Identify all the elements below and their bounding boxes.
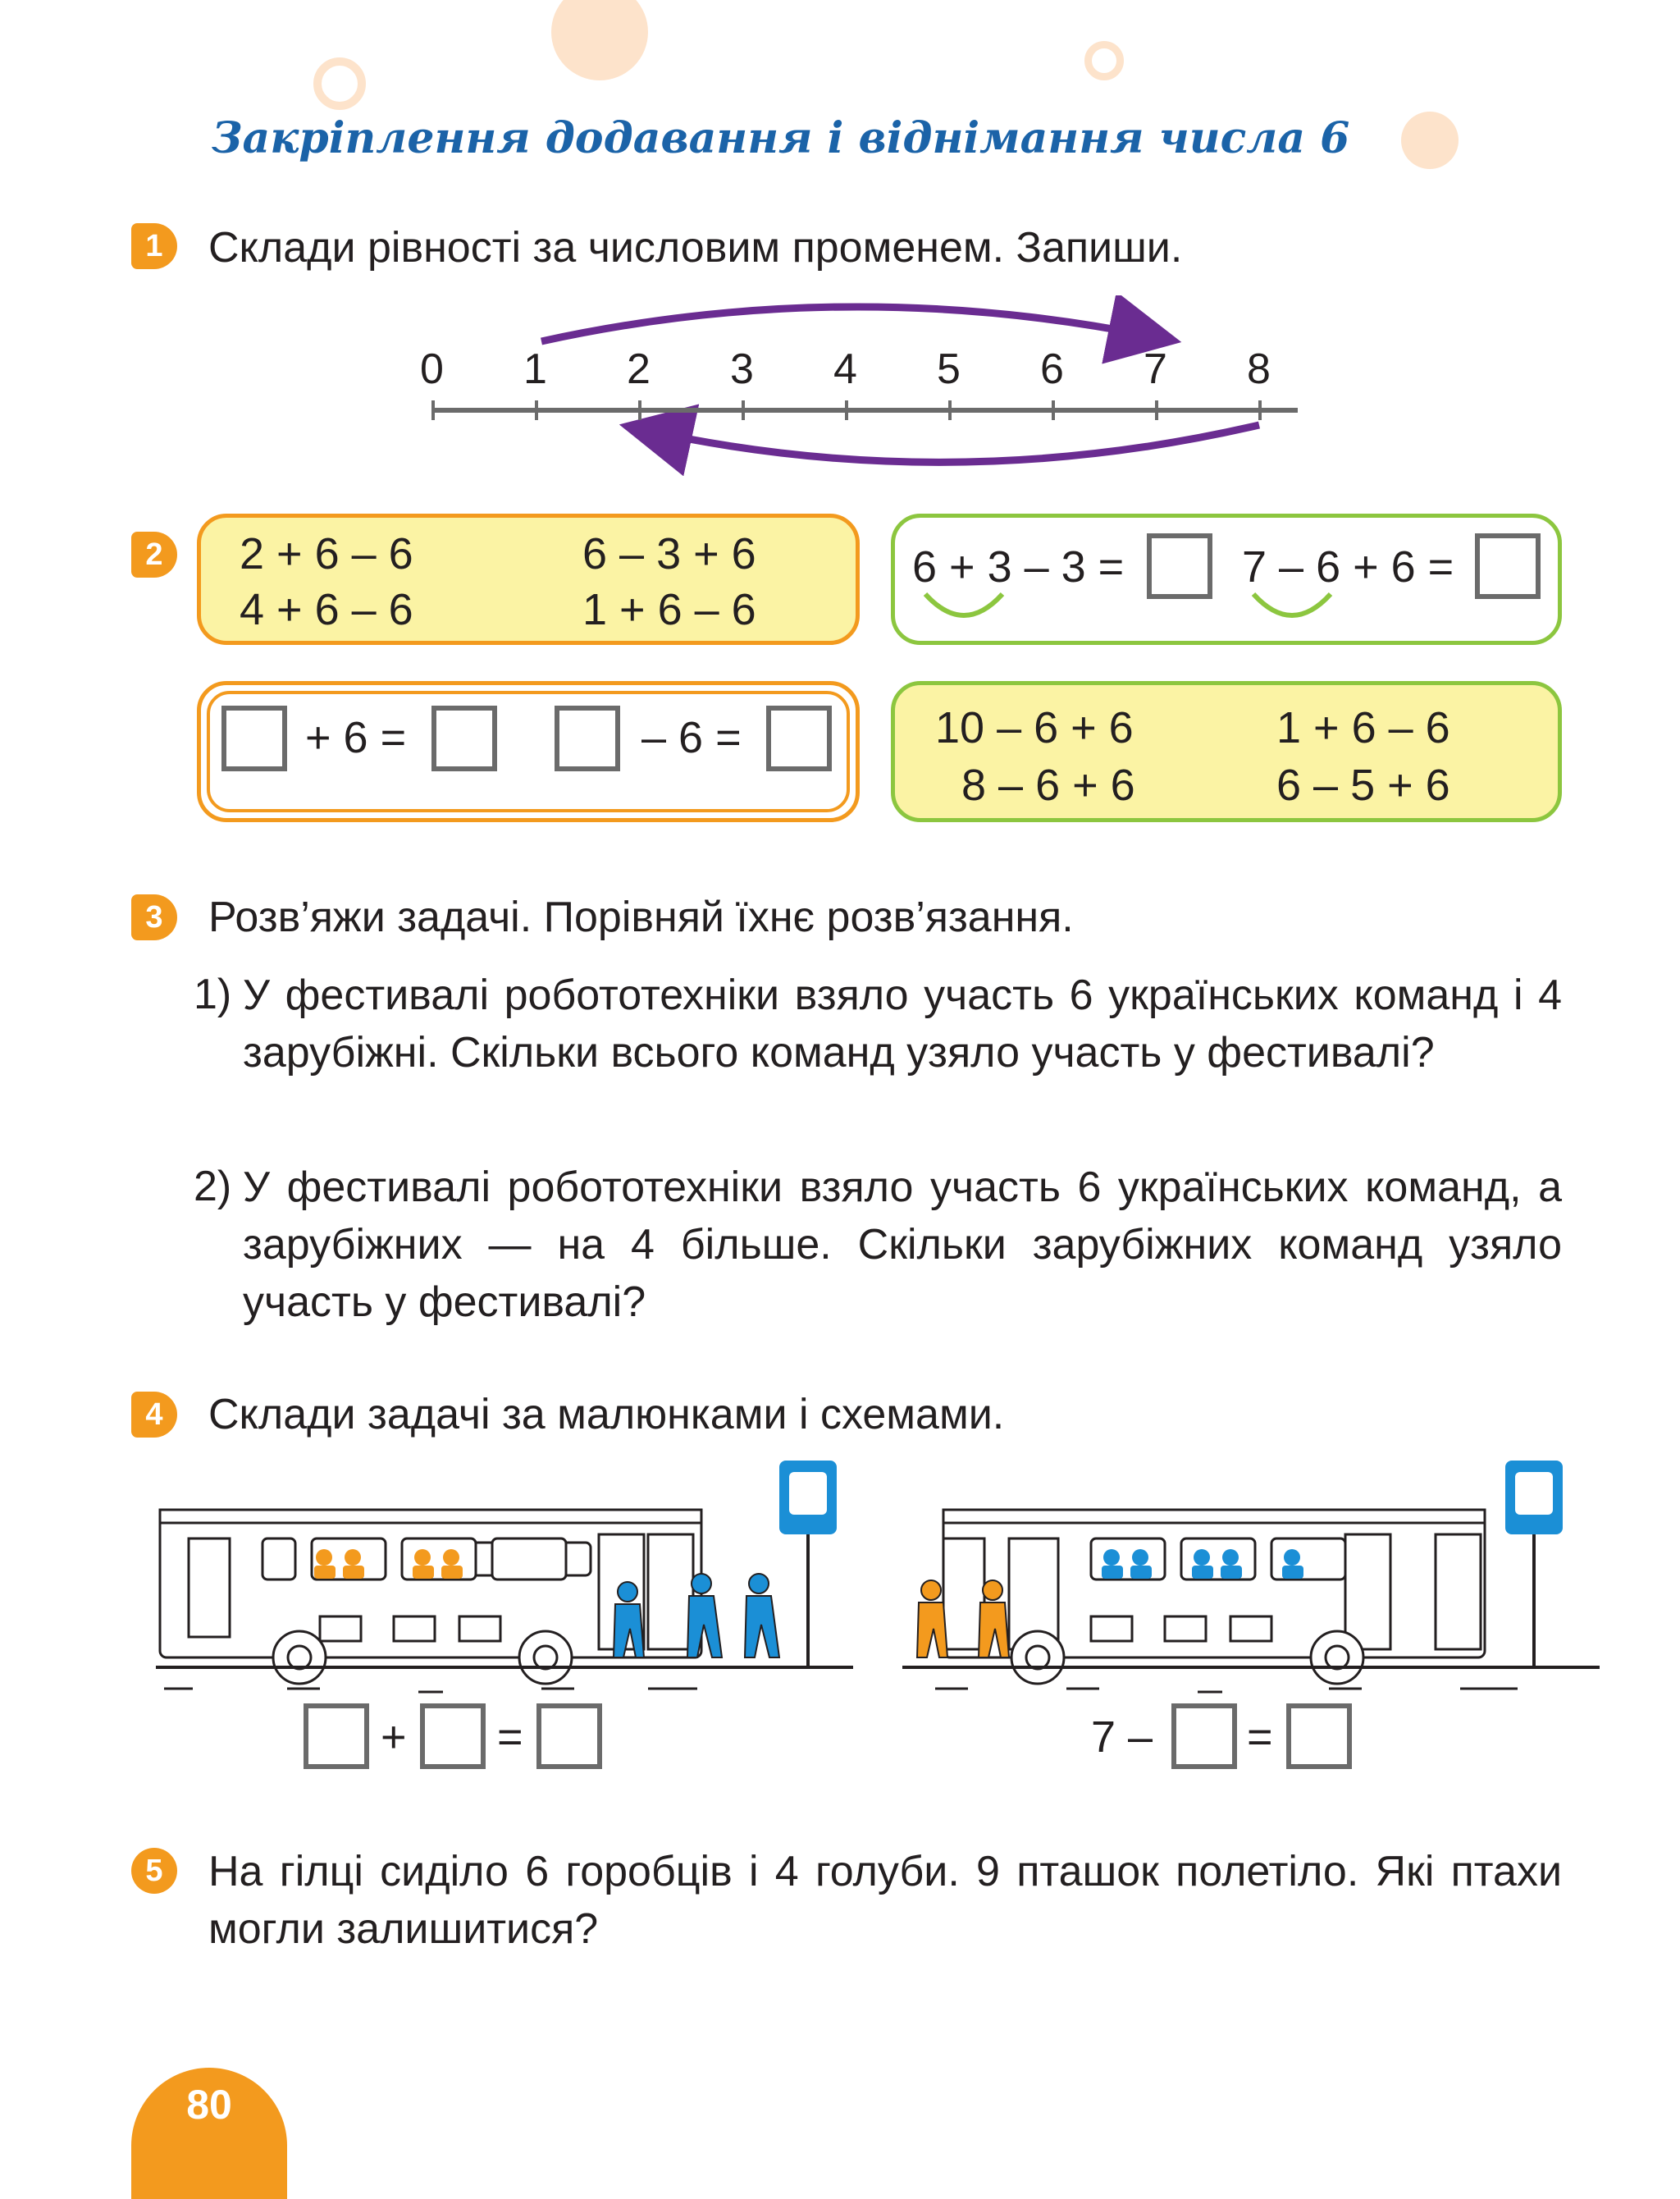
jump-arrow-forward [541, 295, 1182, 364]
equation-card-inner-border [207, 691, 850, 812]
expression: 10 – 6 + 6 [935, 703, 1134, 752]
answer-box[interactable] [221, 706, 287, 771]
task-number-badge: 1 [131, 223, 177, 269]
tick-label: 1 [523, 345, 547, 393]
expression: 1 + 6 – 6 [1276, 703, 1450, 752]
answer-box[interactable] [1171, 1703, 1237, 1769]
expression: 6 – 3 + 6 [582, 529, 756, 578]
task-3-text: Розв’яжи задачі. Порівняй їхнє розв’язан… [208, 894, 1074, 941]
hint-arc-icon [923, 592, 1005, 618]
expression: 7 – 6 + 6 = [1242, 542, 1454, 592]
number-line [431, 295, 1298, 476]
expression: 6 + 3 – 3 = [912, 542, 1125, 592]
answer-box[interactable] [536, 1703, 602, 1769]
expression-card-yellow-green [891, 681, 1562, 822]
tick-label: 5 [937, 345, 961, 393]
answer-box[interactable] [431, 706, 497, 771]
page-number-tab [131, 2068, 287, 2199]
expression: 2 + 6 – 6 [240, 529, 413, 578]
tick-label: 6 [1040, 345, 1064, 393]
page-number: 80 [186, 2082, 232, 2128]
tick-label: 0 [420, 345, 444, 393]
tick-label: 7 [1144, 345, 1167, 393]
answer-box[interactable] [555, 706, 620, 771]
decor-ring [1084, 41, 1124, 80]
task-4-text: Склади задачі за малюнками і схемами. [208, 1391, 1005, 1438]
expression-card-green [891, 514, 1562, 645]
task-number-badge: 2 [131, 532, 177, 578]
answer-box[interactable] [1286, 1703, 1352, 1769]
operator: – 6 = [641, 713, 742, 762]
task-5-text: На гілці сиділо 6 горобців і 4 голуби. 9… [208, 1848, 1562, 1953]
tick-label: 2 [627, 345, 651, 393]
operator: + [381, 1712, 407, 1762]
operator: + 6 = [305, 713, 407, 762]
tick-label: 4 [833, 345, 857, 393]
decor-circle [1401, 112, 1459, 169]
operator: = [497, 1712, 523, 1762]
expression-card-yellow [197, 514, 860, 645]
expression: 6 – 5 + 6 [1276, 761, 1450, 810]
subtask-number: 2) [194, 1163, 232, 1210]
subtask-1-text: У фестивалі робототехніки взяло участь 6… [243, 971, 1562, 1077]
operator: = [1247, 1712, 1273, 1762]
hint-arc-icon [1251, 592, 1333, 618]
task-number-badge: 4 [131, 1392, 177, 1438]
jump-arrow-back [619, 404, 1261, 476]
expression: 1 + 6 – 6 [582, 585, 756, 634]
decor-circle [551, 0, 648, 80]
answer-box[interactable] [766, 706, 832, 771]
operator: 7 – [1091, 1712, 1153, 1762]
answer-box[interactable] [1475, 533, 1541, 599]
subtask-2-text: У фестивалі робототехніки взяло участь 6… [243, 1164, 1562, 1326]
expression: 4 + 6 – 6 [240, 585, 413, 634]
answer-box[interactable] [1147, 533, 1212, 599]
task-number-badge: 3 [131, 894, 177, 940]
equation-card-orange [197, 681, 860, 822]
answer-box[interactable] [420, 1703, 486, 1769]
tick-label: 3 [730, 345, 754, 393]
expression: 8 – 6 + 6 [961, 761, 1135, 810]
bus-illustration-right [902, 1461, 1600, 1694]
tick-label: 8 [1247, 345, 1271, 393]
decor-ring [313, 57, 366, 110]
answer-box[interactable] [304, 1703, 369, 1769]
bus-illustration-left [156, 1461, 853, 1694]
task-1-text: Склади рівності за числовим променем. За… [208, 224, 1183, 272]
subtask-number: 1) [194, 971, 232, 1018]
task-number-badge-star: 5 [131, 1848, 177, 1894]
page-title: Закріплення додавання і віднімання числа… [212, 113, 1350, 163]
